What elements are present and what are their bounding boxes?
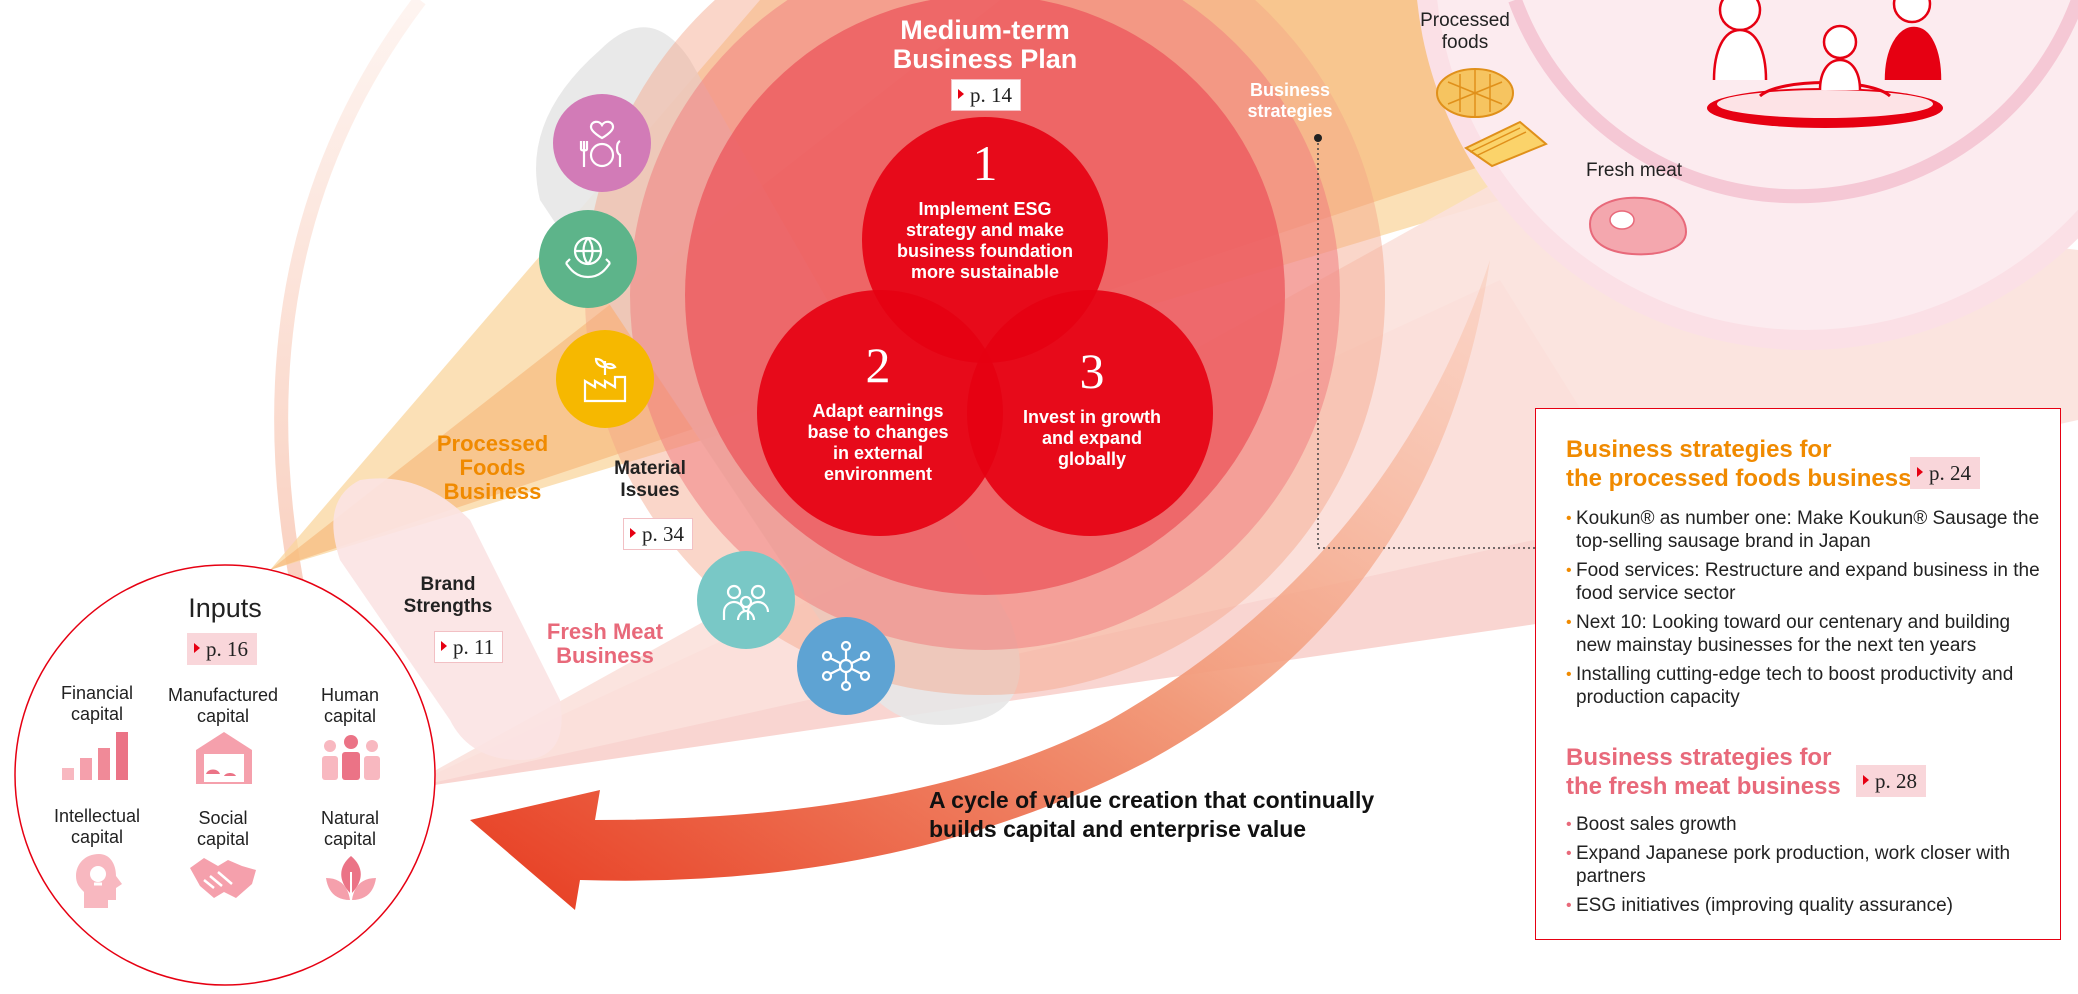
leaf-icon (326, 856, 376, 914)
pillar-3: 3 Invest in growth and expand globally (987, 343, 1197, 470)
pillar-number: 2 (865, 337, 891, 393)
brand-strengths-page-ref[interactable]: p. 11 (434, 631, 504, 663)
sprout-factory-icon (556, 330, 654, 428)
idea-head-icon (76, 854, 122, 908)
family-icon (697, 551, 795, 649)
medium-term-title: Medium-term Business Plan (860, 16, 1110, 74)
pillar-1: 1 Implement ESG strategy and make busine… (880, 135, 1090, 283)
list-item: Expand Japanese pork production, work cl… (1566, 842, 2046, 888)
waffle-icon (1436, 68, 1514, 118)
people-icon (322, 735, 380, 780)
list-item: ESG initiatives (improving quality assur… (1566, 894, 2046, 917)
fresh-meat-business-label: Fresh Meat Business (546, 619, 664, 668)
meat-icon (1588, 196, 1688, 256)
handshake-icon (190, 858, 256, 898)
cycle-text: A cycle of value creation that continual… (929, 787, 1375, 842)
bar-chart-icon (62, 732, 128, 780)
arrow-right-icon (630, 528, 636, 538)
pillar-number: 3 (1079, 343, 1105, 399)
processed-strategies-page-ref[interactable]: p. 24 (1910, 457, 1980, 489)
fresh-strategies-list: Boost sales growth Expand Japanese pork … (1566, 813, 2046, 923)
processed-foods-business-label: Processed Foods Business (436, 431, 549, 504)
medium-term-page-ref[interactable]: p. 14 (951, 79, 1021, 111)
medium-term-title-line2: Business Plan (892, 44, 1078, 74)
business-strategies-panel: Business strategies for the processed fo… (1535, 408, 2061, 940)
factory-icon (196, 732, 252, 784)
pillar-number: 1 (972, 135, 998, 191)
list-item: Installing cutting-edge tech to boost pr… (1566, 663, 2046, 709)
processed-strategies-title: Business strategies for the processed fo… (1566, 436, 1912, 492)
inputs-title: Inputs (188, 593, 262, 623)
list-item: Food services: Restructure and expand bu… (1566, 559, 2046, 605)
processed-foods-label: Processed foods (1420, 10, 1510, 53)
material-issues-label: Material Issues (614, 458, 686, 501)
arrow-right-icon (958, 89, 964, 99)
list-item: Next 10: Looking toward our centenary an… (1566, 611, 2046, 657)
pillar-2: 2 Adapt earnings base to changes in exte… (773, 337, 983, 485)
inputs-page-ref[interactable]: p. 16 (187, 633, 257, 665)
globe-hands-icon (539, 210, 637, 308)
list-item: Koukun® as number one: Make Koukun® Saus… (1566, 507, 2046, 553)
fresh-strategies-title: Business strategies for the fresh meat b… (1566, 744, 1841, 800)
fresh-strategies-page-ref[interactable]: p. 28 (1856, 765, 1926, 797)
arrow-right-icon (194, 643, 200, 653)
business-strategies-label: Business strategies (1247, 80, 1333, 121)
processed-strategies-list: Koukun® as number one: Make Koukun® Saus… (1566, 507, 2046, 715)
brand-strengths-label: Brand Strengths (403, 574, 493, 617)
arrow-right-icon (1917, 467, 1923, 477)
family-meal-illustration (1707, 0, 1943, 128)
network-icon (797, 617, 895, 715)
medium-term-title-line1: Medium-term (900, 15, 1070, 45)
sandwich-icon (1464, 120, 1548, 168)
list-item: Boost sales growth (1566, 813, 2046, 836)
fresh-meat-label: Fresh meat (1586, 160, 1683, 181)
food-heart-icon (553, 94, 651, 192)
material-issues-page-ref[interactable]: p. 34 (623, 518, 693, 550)
arrow-right-icon (441, 641, 447, 651)
arrow-right-icon (1863, 775, 1869, 785)
